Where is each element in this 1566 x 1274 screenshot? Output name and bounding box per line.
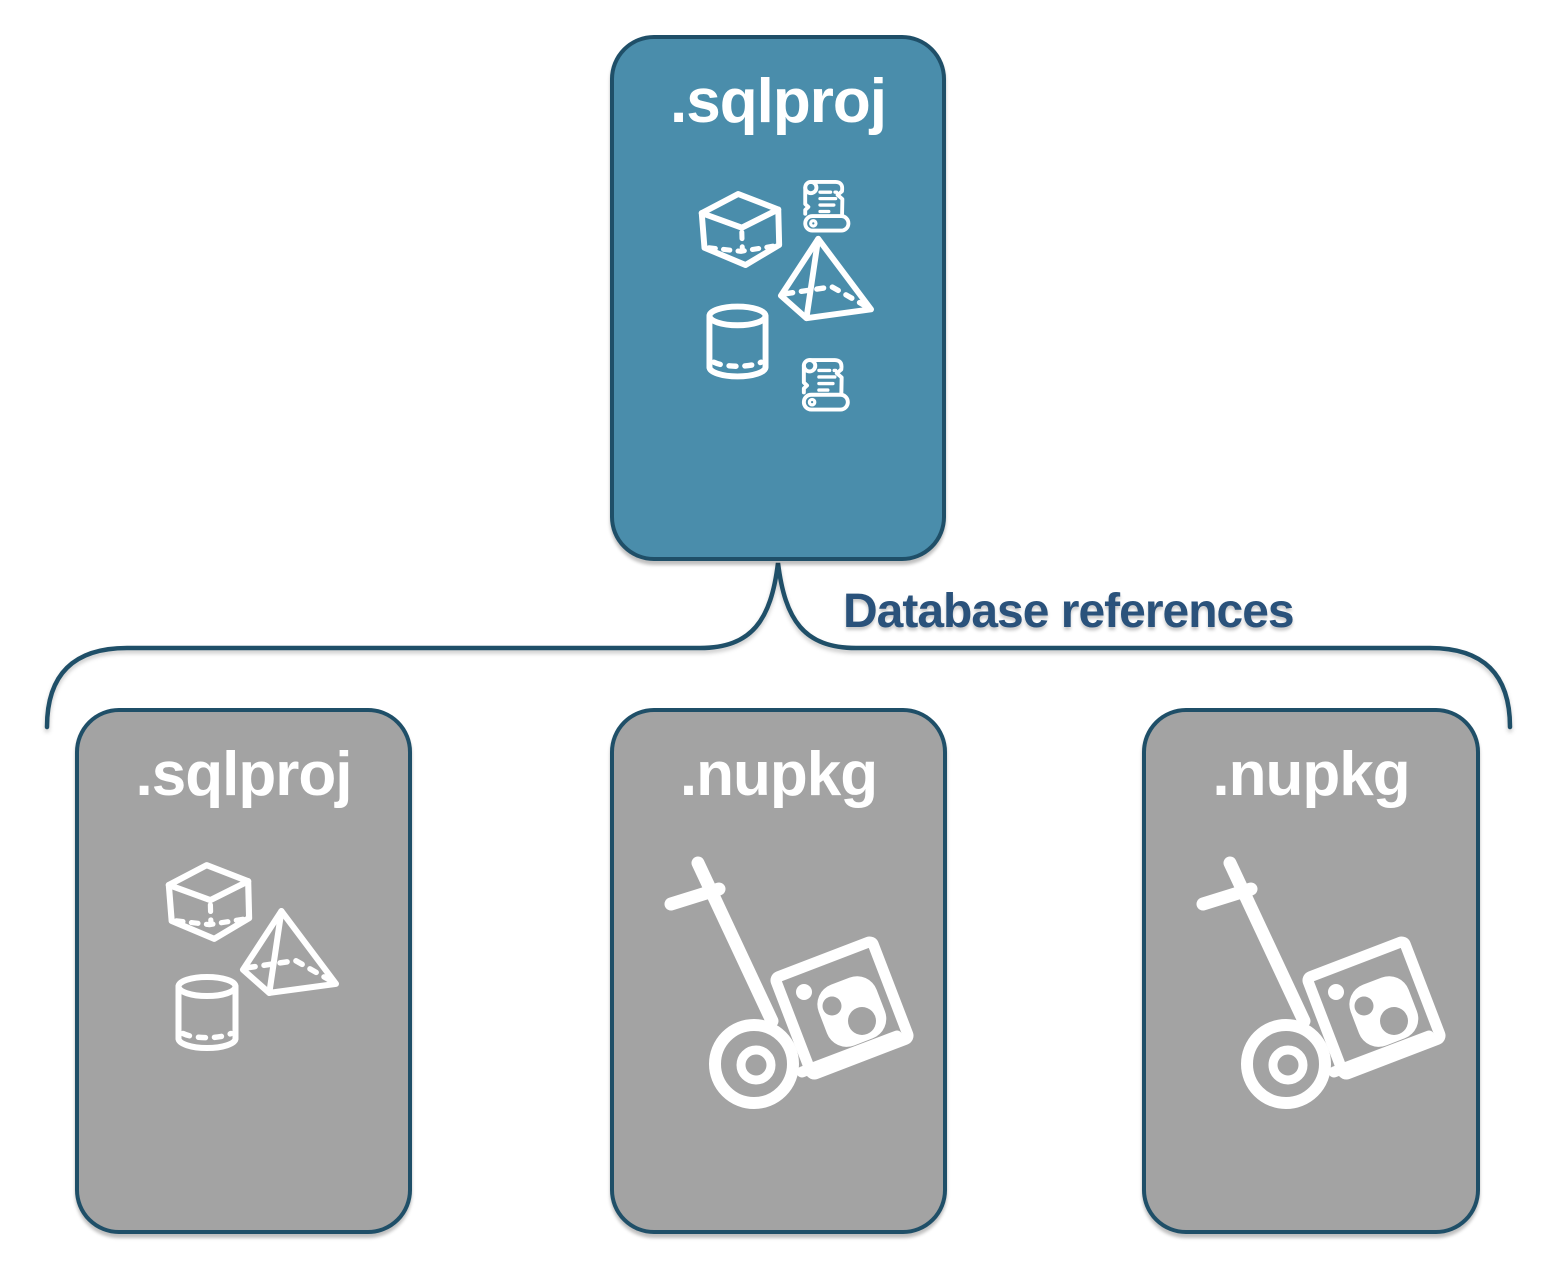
child-box-title: .sqlproj — [135, 740, 353, 809]
hand-truck-icon — [1186, 852, 1466, 1112]
hand-truck-icon — [654, 852, 934, 1112]
root-box-title: .sqlproj — [670, 67, 887, 136]
child-box-sqlproj: .sqlproj — [75, 708, 412, 1234]
scroll-icon — [798, 355, 852, 413]
cylinder-icon — [706, 303, 769, 380]
connector-label: Database references — [843, 585, 1295, 638]
cylinder-icon — [175, 974, 239, 1051]
cube-icon — [165, 862, 253, 942]
cube-icon — [698, 191, 783, 268]
scroll-icon — [800, 177, 852, 234]
pyramid-icon — [778, 235, 874, 322]
pyramid-icon — [239, 908, 339, 996]
child-box-title: .nupkg — [679, 740, 878, 809]
child-box-title: .nupkg — [1212, 740, 1410, 809]
child-box-nupkg-1: .nupkg — [610, 708, 947, 1234]
root-box-sqlproj: .sqlproj — [610, 35, 946, 561]
child-box-nupkg-2: .nupkg — [1142, 708, 1480, 1234]
